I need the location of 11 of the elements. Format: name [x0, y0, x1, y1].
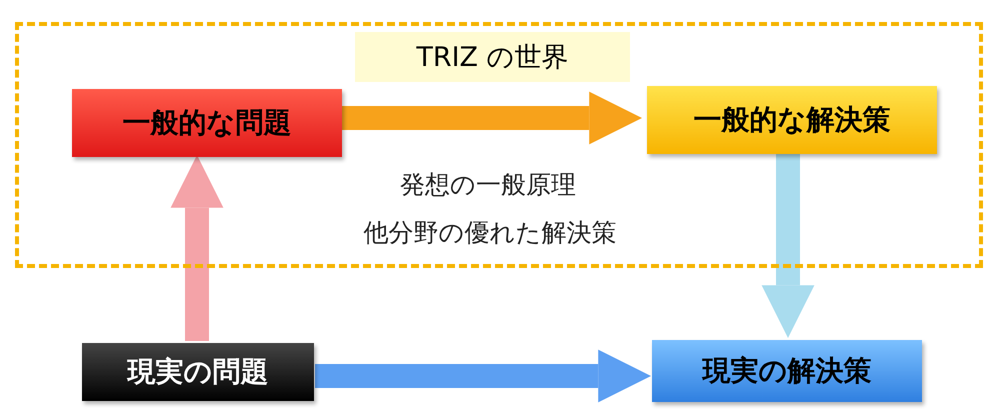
block-arrow	[762, 152, 814, 338]
process-box: 一般的な問題	[72, 89, 342, 157]
note-text: 他分野の優れた解決策	[364, 216, 616, 248]
process-box: 一般的な解決策	[647, 86, 937, 154]
block-arrow	[315, 350, 651, 402]
block-arrow	[170, 155, 224, 341]
process-box: 現実の解決策	[652, 340, 922, 402]
dashed-region	[15, 22, 983, 268]
process-box: 現実の問題	[82, 343, 314, 401]
region-title: TRIZ の世界	[355, 32, 630, 82]
note-text: 発想の一般原理	[400, 168, 576, 200]
